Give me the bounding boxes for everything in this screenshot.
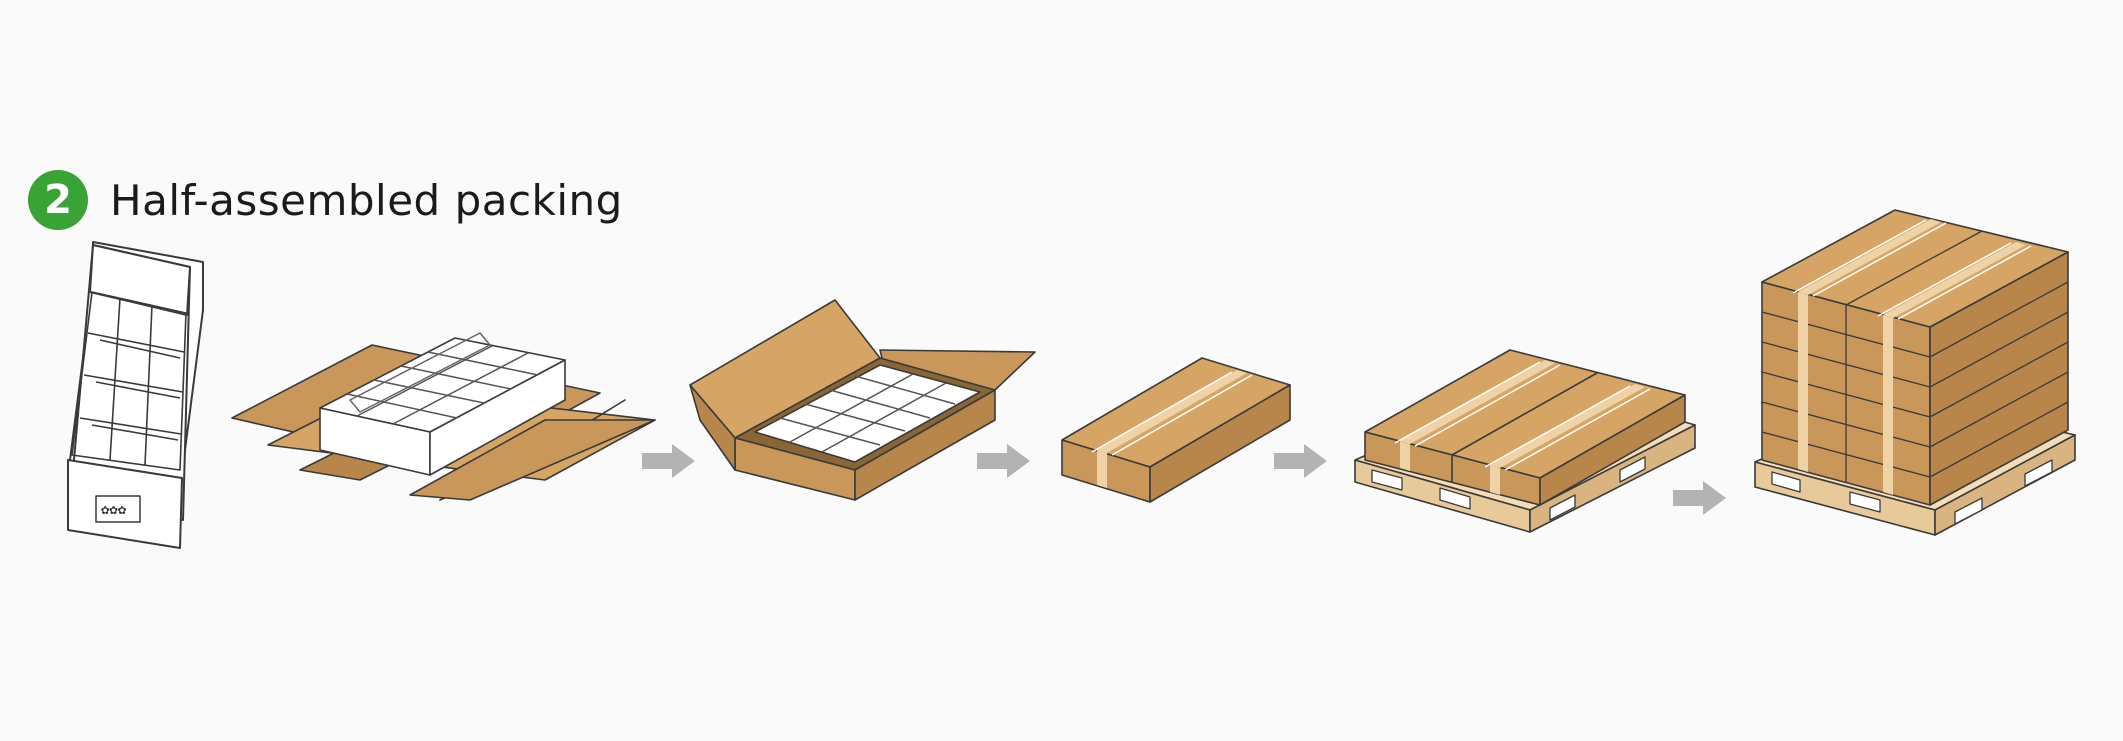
arrow-right-icon <box>642 444 695 478</box>
arrow-right-icon <box>1274 444 1327 478</box>
step-header: 2 Half-assembled packing <box>28 170 623 230</box>
display-logo-mark: ✿✿✿ <box>101 502 127 518</box>
open-box-divider-icon <box>689 299 1036 501</box>
stacked-pallet-icon <box>1754 209 2076 536</box>
arrow-right-icon <box>977 444 1030 478</box>
display-stand-icon: ✿✿✿ <box>67 241 204 549</box>
sealed-box-icon <box>1061 357 1291 503</box>
page-title: Half-assembled packing <box>110 175 623 225</box>
arrow-right-icon <box>1673 481 1726 515</box>
pallet-row-icon <box>1354 349 1696 533</box>
flat-box-divider-icon <box>231 332 656 501</box>
step-number-badge: 2 <box>28 170 88 230</box>
